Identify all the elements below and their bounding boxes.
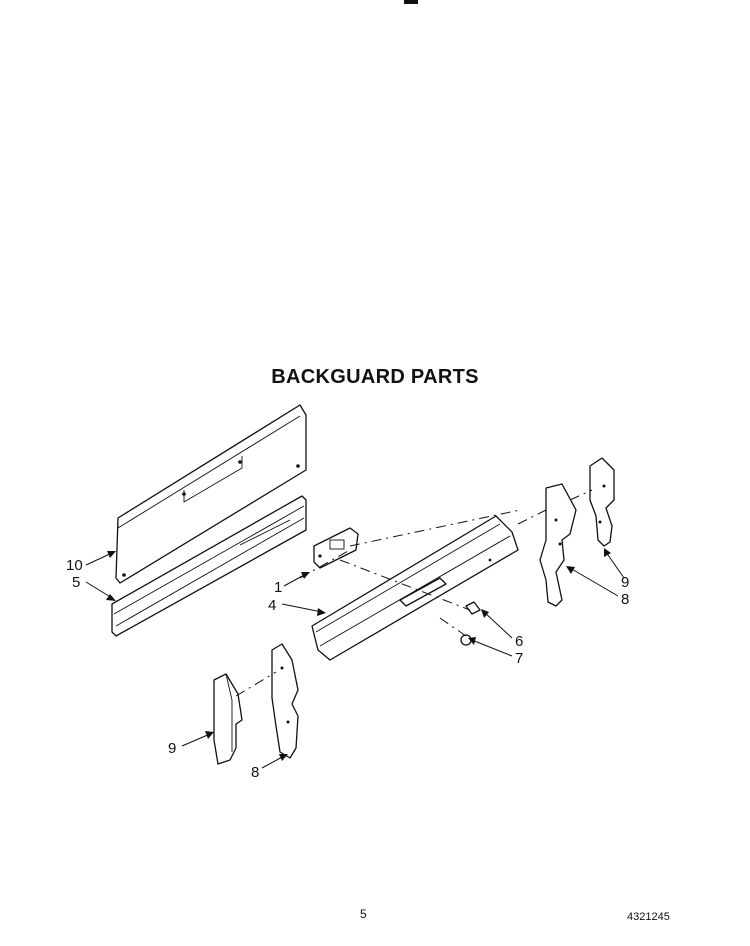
callout-5: 5 [72, 574, 80, 591]
part-9-left-end-trim [213, 673, 243, 765]
callout-8-left: 8 [251, 764, 259, 781]
part-6-knob [465, 601, 481, 615]
page-number: 5 [360, 907, 367, 921]
part-7-knob-insert [460, 634, 472, 646]
callout-1: 1 [274, 579, 282, 596]
part-8-left-end-cap [271, 643, 299, 759]
callout-labels: 10 5 1 4 6 7 9 8 9 8 [66, 557, 629, 781]
callout-leaders [85, 548, 625, 769]
callout-9-left: 9 [168, 740, 176, 757]
part-10-rear-panel [115, 404, 307, 584]
part-9-right-end-trim [589, 457, 615, 547]
callout-10: 10 [66, 557, 83, 574]
callout-6: 6 [515, 633, 523, 650]
callout-8-right: 8 [621, 591, 629, 608]
part-5-trim-rail [111, 495, 307, 637]
assembly-guide-lines [235, 489, 593, 697]
top-edge-mark [404, 0, 418, 4]
part-8-right-end-cap [539, 483, 577, 607]
callout-9-right: 9 [621, 574, 629, 591]
part-1-bracket [313, 527, 359, 569]
document-number: 4321245 [627, 911, 670, 923]
callout-4: 4 [268, 597, 276, 614]
callout-7: 7 [515, 650, 523, 667]
diagram-title: BACKGUARD PARTS [271, 366, 479, 388]
